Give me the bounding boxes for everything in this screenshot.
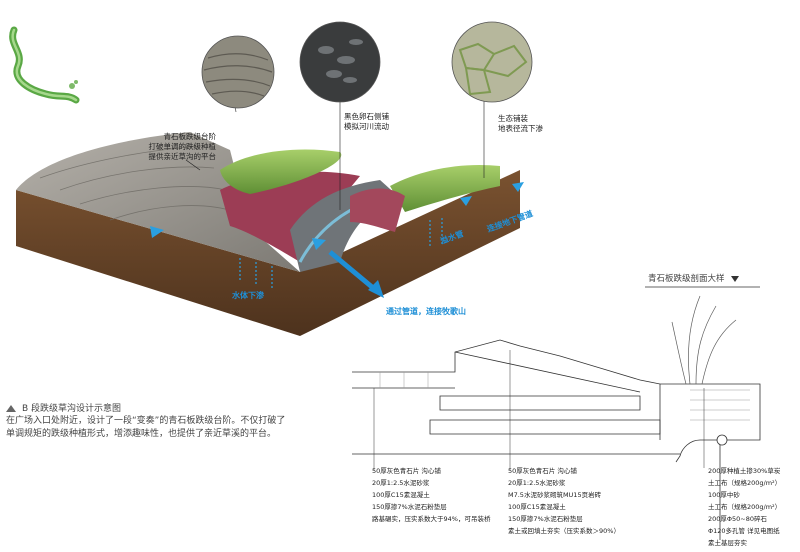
grass-mound-left <box>220 149 342 194</box>
caption-title: B 段跌级草沟设计示意图 <box>6 401 121 414</box>
eco-paving-photo <box>451 21 533 103</box>
detail-notes-right: 200厚种植土掺30%草炭 土工布（规格200g/m²） 100厚中砂 土工布（… <box>708 467 782 547</box>
stone-steps-photo <box>201 35 275 109</box>
green-ribbon-logo <box>9 26 80 104</box>
red-planting-right <box>350 188 405 232</box>
callout-eco-paving: 生态铺装 地表径流下渗 <box>498 114 543 133</box>
flow-label-infiltrate: 水体下渗 <box>232 291 264 300</box>
callout-black-pebbles: 黑色卵石侧铺 模拟河川流动 <box>344 112 389 131</box>
detail-notes-left: 50厚灰色青石片 沟心铺 20厚1:2.5水泥砂浆 100厚C15素混凝土 15… <box>372 467 491 523</box>
perforated-pipe <box>716 434 728 446</box>
red-planting <box>220 171 360 262</box>
pipe-arrow <box>328 250 380 294</box>
flow-label-pipe: 通过管道，连接牧歌山 <box>386 307 466 316</box>
caption-body: 在广场入口处附近，设计了一段“变奏”的青石板跌级台阶。不仅打破了单调规矩的跌级种… <box>6 416 286 439</box>
callout-stone-steps: 青石板跌级台阶 打破单调的跌级种植 提供亲近草沟的平台 <box>148 132 217 161</box>
detail-title: 青石板跌级剖面大样 <box>648 272 739 284</box>
soil-block <box>16 170 520 336</box>
detail-notes-middle: 50厚灰色青石片 沟心铺 20厚1:2.5水泥砂浆 M7.5水泥砂浆砌筑MU15… <box>508 467 620 535</box>
grass-mound-right <box>390 164 500 212</box>
